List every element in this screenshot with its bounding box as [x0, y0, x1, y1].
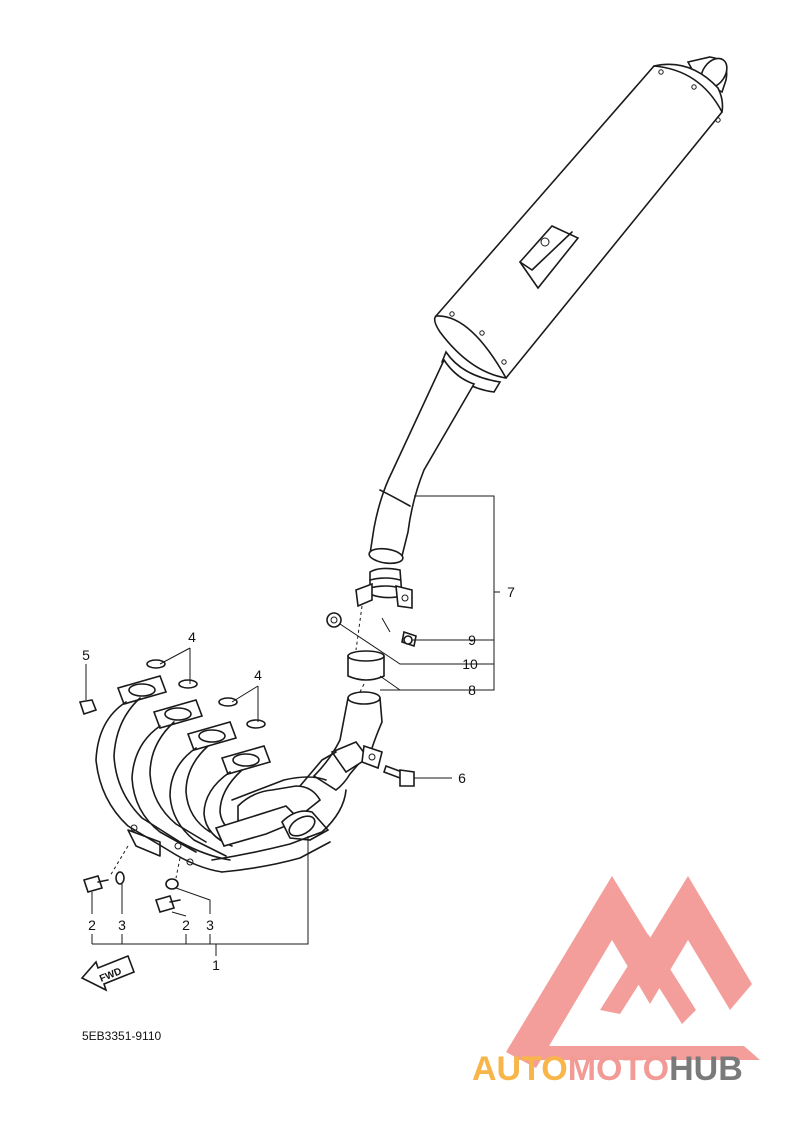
- link-pipe-drawing: [326, 358, 476, 693]
- callout-3b: 3: [206, 917, 214, 933]
- automotohub-triangle-logo: [506, 876, 760, 1068]
- callout-5: 5: [82, 647, 90, 663]
- watermark-auto: AUTO: [472, 1050, 568, 1088]
- callout-10: 10: [462, 656, 478, 672]
- callout-4a: 4: [188, 629, 196, 645]
- leader-lines: [85, 495, 500, 956]
- callout-1: 1: [212, 957, 220, 973]
- watermark-moto: MOTO: [568, 1050, 669, 1088]
- part-code: 5EB3351-9110: [82, 1029, 162, 1043]
- callout-2a: 2: [88, 917, 96, 933]
- muffler-drawing: [433, 56, 728, 393]
- fwd-arrow: FWD: [80, 954, 136, 992]
- callout-numbers: 1 2 3 2 3 4 4 5 6 7 8 9 10: [82, 584, 515, 973]
- callout-7: 7: [507, 584, 515, 600]
- callout-4b: 4: [254, 667, 262, 683]
- callout-3a: 3: [118, 917, 126, 933]
- callout-6: 6: [458, 770, 466, 786]
- exhaust-header-drawing: [78, 659, 415, 913]
- svg-text:AUTOMOTOHUB: AUTOMOTOHUB: [472, 1050, 743, 1088]
- automotohub-logo: AUTOMOTOHUB: [472, 876, 760, 1088]
- callout-2b: 2: [182, 917, 190, 933]
- callout-8: 8: [468, 682, 476, 698]
- watermark-hub: HUB: [669, 1050, 743, 1088]
- callout-9: 9: [468, 632, 476, 648]
